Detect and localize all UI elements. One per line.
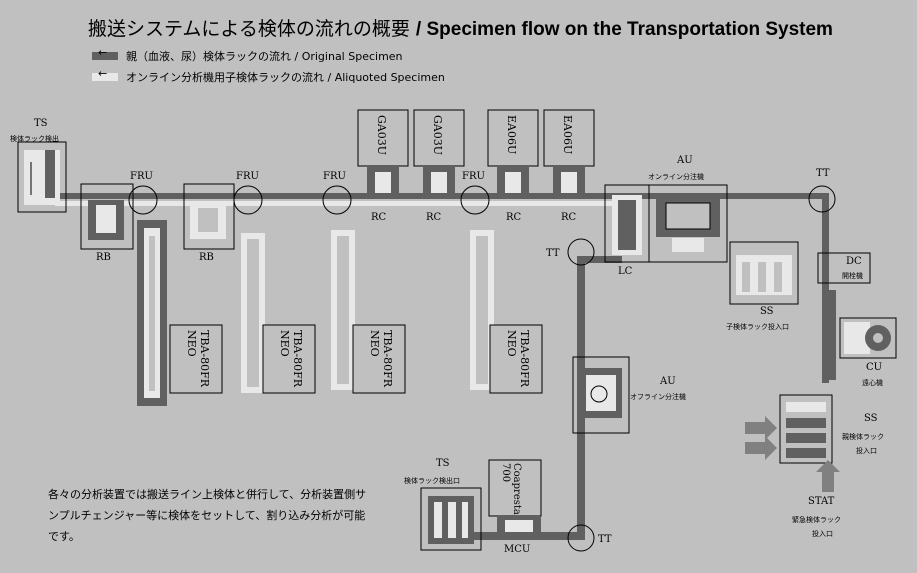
stat-sublabel-2: 投入口 — [812, 530, 833, 538]
rb2-label: RB — [199, 252, 214, 263]
lc-label: LC — [618, 266, 633, 277]
tba4-box — [489, 324, 543, 394]
stat-sublabel-1: 緊急検体ラック — [792, 516, 841, 524]
rc3-label: RC — [506, 212, 522, 223]
tt-bottom-label: TT — [598, 534, 612, 545]
tt-lc-label: TT — [546, 248, 560, 259]
ea1-label: EA06U — [505, 115, 518, 155]
au-online-label: AU — [677, 155, 693, 166]
tba2-box — [262, 324, 316, 394]
page-title: 搬送システムによる検体の流れの概要 / Specimen flow on the… — [88, 18, 833, 40]
au-online-box — [648, 184, 728, 263]
legend-original-swatch — [92, 46, 118, 60]
rc2-label: RC — [426, 212, 442, 223]
ts-bottom-label: TS — [436, 458, 450, 469]
ss-mid-box — [729, 241, 799, 305]
au-offline-box — [572, 356, 630, 434]
rb1-box — [80, 183, 134, 250]
footnote: 各々の分析装置では搬送ライン上検体と併行して、分析装置側サンプルチェンジャー等に… — [48, 488, 367, 543]
rb2-box — [183, 183, 235, 250]
ga2-label: GA03U — [431, 115, 444, 155]
fru4-circle — [460, 185, 490, 215]
tt-lc-circle — [567, 238, 595, 266]
mcu-label: MCU — [504, 544, 531, 555]
tt-top-label: TT — [816, 168, 830, 179]
legend-aliquot-swatch — [92, 67, 118, 81]
ts-top-box — [17, 141, 67, 213]
fru1-circle — [128, 185, 158, 215]
ss-input-arrow-1 — [745, 416, 777, 440]
dc-box — [817, 252, 871, 284]
ss-mid-label: SS — [760, 306, 774, 317]
tba1-label: TBA-80FR NEO — [185, 330, 211, 387]
coag-label: Coapresta 700 — [500, 463, 522, 515]
lc-connector — [577, 256, 622, 263]
rb1-label: RB — [96, 252, 111, 263]
fru4-label: FRU — [462, 171, 485, 182]
ga1-label: GA03U — [375, 115, 388, 155]
ts-top-label: TS — [34, 118, 48, 129]
ts-top-sublabel: 検体ラック検出 — [10, 135, 59, 143]
legend-original: 親（血液、尿）検体ラックの流れ / Original Specimen — [92, 46, 403, 64]
au-online-sublabel: オンライン分注機 — [648, 173, 704, 181]
ss-low-label: SS — [864, 413, 878, 424]
ss-mid-sublabel: 子検体ラック投入口 — [726, 323, 789, 331]
dc-label: DC — [846, 256, 862, 267]
cu-sublabel: 遠心機 — [862, 379, 883, 387]
cu-box — [839, 317, 897, 359]
au-offline-label: AU — [660, 376, 676, 387]
ts-bottom-box — [420, 487, 482, 551]
tba1-box — [169, 324, 223, 394]
fru2-circle — [233, 185, 263, 215]
fru2-label: FRU — [236, 171, 259, 182]
au-offline-sublabel: オフライン分注機 — [630, 393, 686, 401]
ss-input-arrow-2 — [745, 436, 777, 460]
fru1-label: FRU — [130, 171, 153, 182]
tba3-label: TBA-80FR NEO — [368, 330, 394, 387]
tt-bottom-circle — [567, 524, 595, 552]
cu-label: CU — [866, 362, 883, 373]
right-line — [822, 193, 829, 383]
rc1-label: RC — [371, 212, 387, 223]
ss-low-sublabel-2: 投入口 — [856, 447, 877, 455]
tba4-label: TBA-80FR NEO — [505, 330, 531, 387]
ss-low-sublabel-1: 親検体ラック — [842, 433, 884, 441]
ss-low-box — [779, 394, 833, 464]
ea2-label: EA06U — [561, 115, 574, 155]
ts-bottom-sublabel: 検体ラック検出口 — [404, 477, 460, 485]
tba3-box — [352, 324, 406, 394]
dc-sublabel: 開栓機 — [842, 272, 863, 280]
fru3-label: FRU — [323, 171, 346, 182]
tba2-label: TBA-80FR NEO — [278, 330, 304, 387]
tt-top-circle — [808, 185, 836, 213]
stat-label: STAT — [808, 496, 835, 507]
stat-input-arrow — [816, 460, 840, 492]
legend-aliquot: オンライン分析機用子検体ラックの流れ / Aliquoted Specimen — [92, 67, 445, 85]
bottom-line — [440, 532, 585, 540]
main-line-aliquot — [55, 201, 615, 206]
fru3-circle — [322, 185, 352, 215]
rc4-label: RC — [561, 212, 577, 223]
main-line-original — [55, 193, 825, 199]
